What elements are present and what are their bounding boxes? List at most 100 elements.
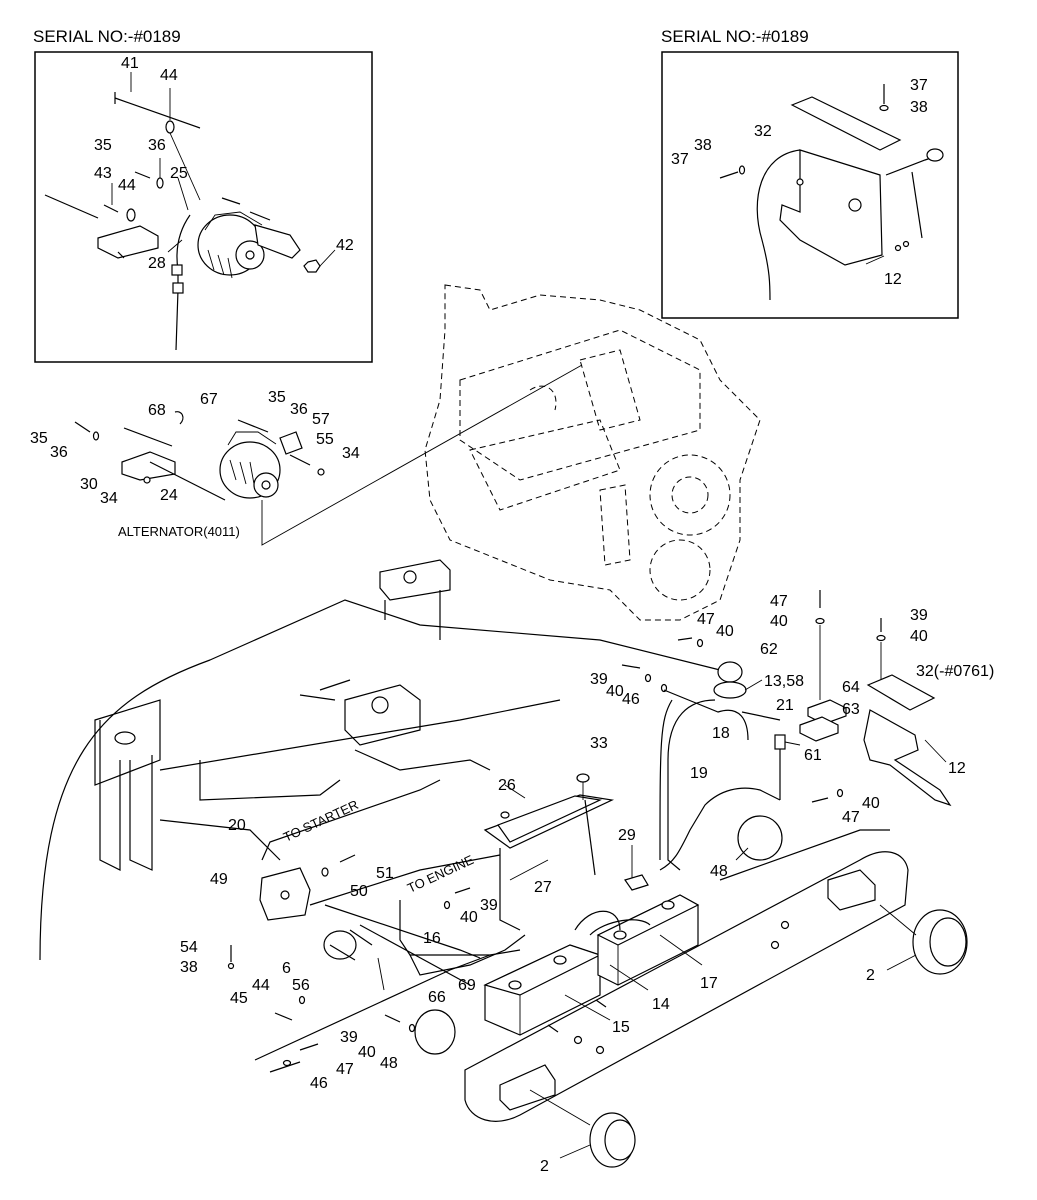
callout-33: 33	[590, 735, 608, 752]
callout-14: 14	[652, 996, 670, 1013]
callout-63: 63	[842, 701, 860, 718]
bolt-41	[114, 97, 201, 129]
callout-18: 18	[712, 725, 730, 742]
callout-40-lamp: 40	[862, 795, 880, 812]
lower-bracket	[97, 225, 159, 259]
main-callouts: 47 40 47 40 39 40 62 13,58 39 40 46 64 3…	[180, 593, 994, 1175]
callout-32-late: 32(-#0761)	[916, 663, 994, 680]
callout-44-main: 44	[252, 977, 270, 994]
callout-25: 25	[170, 165, 188, 182]
callout-37b: 37	[671, 151, 689, 168]
callout-40-lower: 40	[358, 1044, 376, 1061]
lamp-48-upper	[737, 815, 783, 861]
battery-holder	[483, 773, 651, 936]
to-starter-label: TO STARTER	[281, 797, 361, 845]
callout-16: 16	[423, 930, 441, 947]
callout-15: 15	[612, 1019, 630, 1036]
callout-27: 27	[534, 879, 552, 896]
left-inset: SERIAL NO:-#0189	[33, 27, 373, 363]
callout-44: 44	[160, 67, 178, 84]
batteries	[483, 894, 700, 1036]
callout-66: 66	[428, 989, 446, 1006]
callout-30: 30	[80, 476, 98, 493]
left-inset-frame	[34, 51, 373, 363]
callout-36: 36	[148, 137, 166, 154]
callout-44b: 44	[118, 177, 136, 194]
callout-39-center: 39	[480, 897, 498, 914]
callout-69: 69	[458, 977, 476, 994]
callout-38b: 38	[694, 137, 712, 154]
callout-47-top: 47	[770, 593, 788, 610]
callout-67: 67	[200, 391, 218, 408]
callout-50: 50	[350, 883, 368, 900]
callout-39-lower: 39	[340, 1029, 358, 1046]
alternator-label: ALTERNATOR(4011)	[118, 524, 240, 539]
right-electrical	[377, 590, 968, 1168]
callout-47-lower: 47	[336, 1061, 354, 1078]
callout-40-mid: 40	[716, 623, 734, 640]
right-inset: SERIAL NO:-#0189 37 38 32 38 37 12	[661, 27, 959, 319]
callout-64: 64	[842, 679, 860, 696]
callout-40-top: 40	[770, 613, 788, 630]
callout-29: 29	[618, 827, 636, 844]
callout-2-right: 2	[866, 967, 875, 984]
callout-36-left: 36	[50, 444, 68, 461]
callout-12-main: 12	[948, 760, 966, 777]
wire-harness-inset	[756, 149, 801, 301]
alternator-group: 68 67 35 36 57 55 34 35 36 30 34 24 ALTE…	[30, 364, 583, 546]
callout-32: 32	[754, 123, 772, 140]
callout-36-alt: 36	[290, 401, 308, 418]
callout-43: 43	[94, 165, 112, 182]
callout-51: 51	[376, 865, 394, 882]
callout-40-center: 40	[460, 909, 478, 926]
chassis-frame	[39, 559, 721, 961]
callout-48-upper: 48	[710, 863, 728, 880]
callout-38: 38	[910, 99, 928, 116]
washer-44	[165, 120, 175, 134]
callout-26: 26	[498, 777, 516, 794]
callout-28: 28	[148, 255, 166, 272]
callout-45: 45	[230, 990, 248, 1007]
callout-24: 24	[160, 487, 178, 504]
battery-relay-area	[227, 779, 526, 1073]
callout-47-mid: 47	[697, 611, 715, 628]
bracket-12-main	[863, 709, 952, 807]
callout-37: 37	[910, 77, 928, 94]
sensor-62	[717, 661, 743, 683]
callout-48-lower: 48	[380, 1055, 398, 1072]
engine-outline	[424, 284, 761, 621]
left-inset-header: SERIAL NO:-#0189	[33, 27, 181, 46]
right-inset-header: SERIAL NO:-#0189	[661, 27, 809, 46]
callout-39-right: 39	[910, 607, 928, 624]
nut-42	[303, 259, 321, 273]
right-inset-frame	[661, 51, 959, 319]
callout-61: 61	[804, 747, 822, 764]
callout-21: 21	[776, 697, 794, 714]
plate-63	[799, 716, 839, 742]
callout-55: 55	[316, 431, 334, 448]
callout-54: 54	[180, 939, 198, 956]
callout-6: 6	[282, 960, 291, 977]
bracket-30	[121, 451, 176, 481]
callout-34-left: 34	[100, 490, 118, 507]
bracket-12	[779, 149, 883, 266]
lamp-48-lower	[414, 1009, 456, 1055]
callout-57: 57	[312, 411, 330, 428]
plate-32	[790, 96, 902, 151]
callout-35: 35	[94, 137, 112, 154]
callout-38-main: 38	[180, 959, 198, 976]
callout-19: 19	[690, 765, 708, 782]
callout-34-alt: 34	[342, 445, 360, 462]
callout-35-left: 35	[30, 430, 48, 447]
callout-56: 56	[292, 977, 310, 994]
callout-47-lamp: 47	[842, 809, 860, 826]
relay-6	[323, 930, 357, 960]
callout-46-lower: 46	[310, 1075, 328, 1092]
callout-41: 41	[121, 55, 139, 72]
callout-46-mid: 46	[622, 691, 640, 708]
callout-68: 68	[148, 402, 166, 419]
callout-62: 62	[760, 641, 778, 658]
callout-40-mid2: 40	[606, 683, 624, 700]
callout-17: 17	[700, 975, 718, 992]
